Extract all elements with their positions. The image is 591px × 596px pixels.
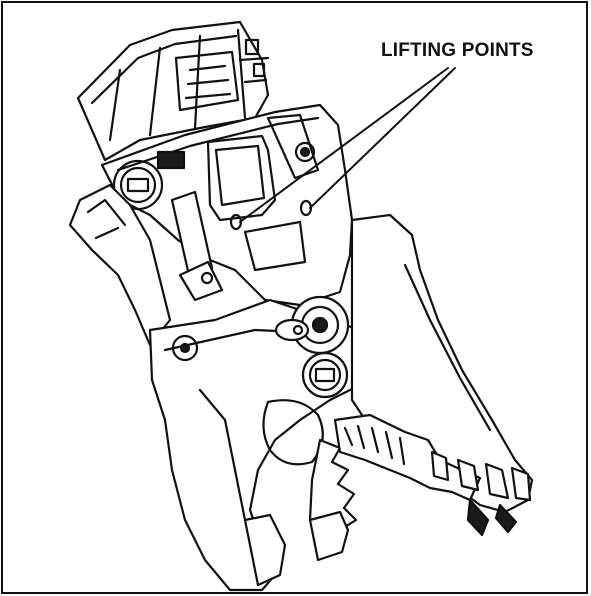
main-housing [100, 103, 354, 307]
lifting-points-label: LIFTING POINTS [381, 40, 534, 61]
left-rotation-dial-icon [112, 159, 164, 211]
leader-line-left [239, 67, 449, 223]
callout-leaders [239, 67, 456, 223]
moving-jaw [333, 213, 534, 537]
leader-line-right [309, 67, 456, 209]
mounting-bracket [76, 20, 270, 162]
